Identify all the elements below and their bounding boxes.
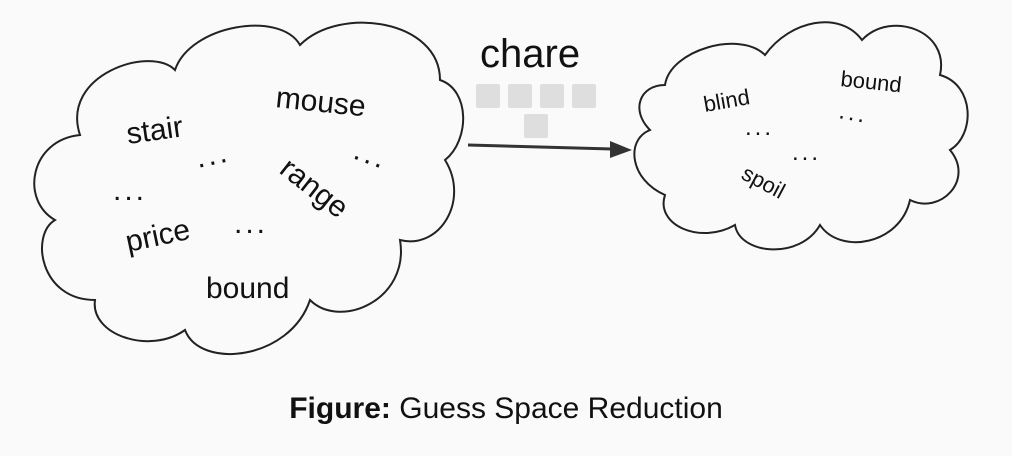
caption-text: Guess Space Reduction — [399, 392, 723, 425]
right-cloud — [633, 21, 969, 251]
tile — [572, 84, 596, 108]
tile — [524, 114, 548, 138]
word-bound-left: bound — [206, 272, 289, 305]
ellipsis-left-4: ... — [234, 207, 268, 240]
ellipsis-left-1: ... — [193, 135, 233, 174]
ellipsis-right-1: ... — [745, 114, 774, 141]
guess-word: chare — [480, 32, 580, 76]
caption-label: Figure: — [289, 392, 391, 425]
tile — [508, 84, 532, 108]
word-stair: stair — [124, 110, 185, 151]
tile-row-2 — [524, 114, 548, 138]
arrow-head — [610, 141, 632, 158]
ellipsis-right-2: ... — [837, 97, 870, 129]
left-cloud — [33, 21, 465, 355]
tile-row-1 — [476, 84, 596, 108]
ellipsis-right-3: ... — [792, 139, 821, 166]
ellipsis-left-3: ... — [113, 174, 147, 207]
tile — [540, 84, 564, 108]
tile — [476, 84, 500, 108]
arrow-line — [467, 143, 613, 151]
figure-caption: Figure: Guess Space Reduction — [0, 392, 1012, 426]
